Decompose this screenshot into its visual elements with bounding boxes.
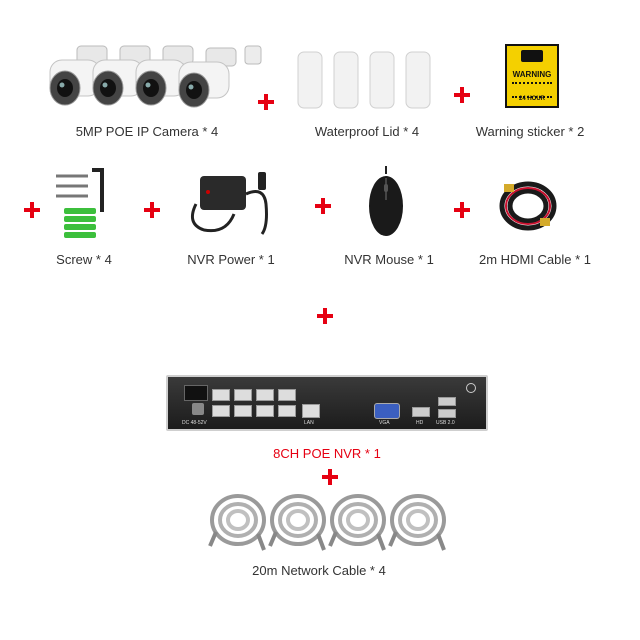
sticker-footer: 24 HOUR [518, 96, 545, 102]
sticker-label: Warning sticker * 2 [475, 124, 585, 139]
waterproof-lid-image [297, 51, 431, 109]
dc-jack-icon [192, 403, 204, 415]
poe-ports [212, 389, 296, 421]
hdmi-port [412, 407, 430, 417]
nvr-device: DC 48-52V LAN VGA HD USB 2.0 [166, 375, 488, 431]
plus-icon [315, 198, 331, 214]
network-label: 20m Network Cable * 4 [252, 563, 386, 578]
plus-icon [24, 202, 40, 218]
camera-label: 5MP POE IP Camera * 4 [75, 124, 219, 139]
dc-label: DC 48-52V [182, 420, 207, 426]
plus-icon [317, 308, 333, 324]
plus-icon [322, 469, 338, 485]
camera-image [49, 45, 262, 108]
vga-port [374, 403, 400, 419]
usb-label: USB 2.0 [436, 420, 455, 426]
plus-icon [258, 94, 274, 110]
camera-symbol-icon [521, 50, 543, 62]
sticker-title: WARNING [512, 70, 552, 79]
hdmi-cable-image [499, 181, 557, 231]
usb-ports [438, 397, 456, 418]
power-label: NVR Power * 1 [187, 252, 275, 267]
mouse-label: NVR Mouse * 1 [344, 252, 434, 267]
power-switch-icon [184, 385, 208, 401]
screw-image [56, 168, 104, 238]
lan-label: LAN [304, 420, 314, 426]
lan-port [302, 404, 320, 418]
mouse-image [369, 166, 403, 236]
plus-icon [144, 202, 160, 218]
lid-label: Waterproof Lid * 4 [314, 124, 420, 139]
nvr-label: 8CH POE NVR * 1 [273, 446, 381, 461]
sticker-lines [512, 82, 552, 98]
screw-label: Screw * 4 [56, 252, 112, 267]
hd-label: HD [416, 420, 424, 426]
ground-icon [466, 383, 476, 393]
warning-sticker: WARNING 24 HOUR [505, 44, 559, 108]
plus-icon [454, 87, 470, 103]
hdmi-label: 2m HDMI Cable * 1 [479, 252, 591, 267]
vga-label: VGA [379, 420, 390, 426]
plus-icon [454, 202, 470, 218]
network-cable-image [208, 494, 446, 552]
power-adapter-image [190, 172, 268, 235]
